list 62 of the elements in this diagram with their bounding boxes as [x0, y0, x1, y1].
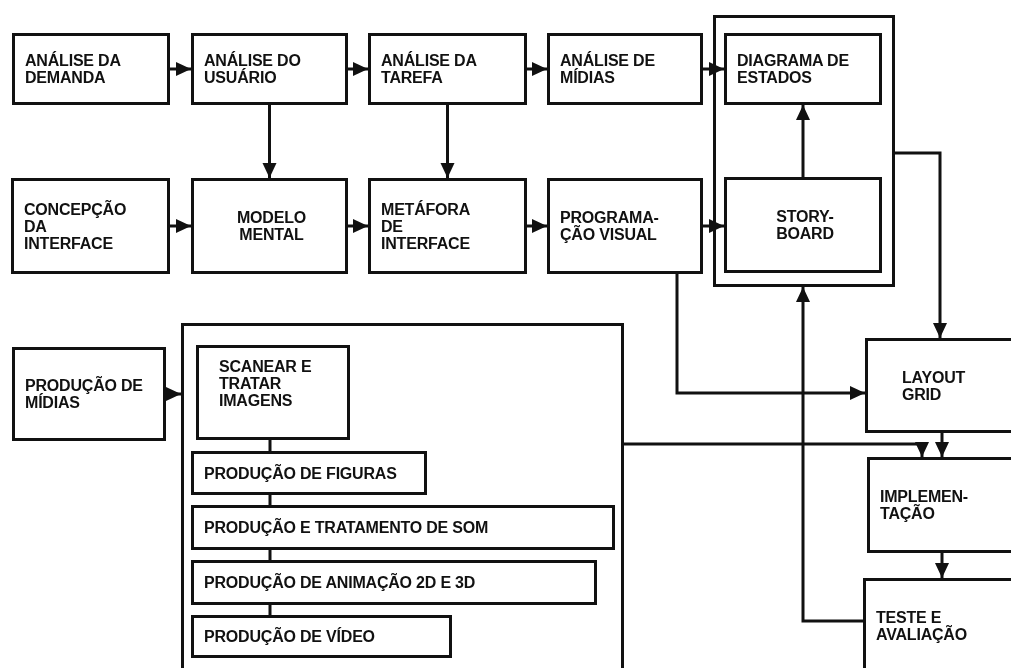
box-label: DIAGRAMA DE ESTADOS [737, 52, 850, 86]
box-label: STORY- BOARD [775, 208, 835, 242]
box-label: PROGRAMA- ÇÃO VISUAL [560, 209, 660, 243]
box-label: ANÁLISE DA TAREFA [381, 52, 478, 86]
arrow [703, 62, 724, 76]
box-label: ANÁLISE DE MÍDIAS [560, 52, 656, 86]
arrow [348, 219, 368, 233]
box-label: PRODUÇÃO E TRATAMENTO DE SOM [204, 519, 489, 536]
arrow [170, 62, 191, 76]
arrow [935, 433, 949, 457]
process-box [547, 178, 703, 274]
process-box [368, 33, 527, 105]
box-label: TESTE E AVALIAÇÃO [876, 608, 968, 643]
connector-line [268, 605, 272, 615]
process-box [191, 178, 348, 274]
arrow [262, 105, 277, 178]
arrow [527, 219, 547, 233]
process-box [865, 338, 1011, 433]
connector-line [268, 440, 272, 451]
process-box [867, 457, 1011, 553]
process-box [191, 615, 452, 658]
arrow [527, 62, 547, 76]
process-box [191, 33, 348, 105]
arrow [440, 105, 455, 178]
box-label: SCANEAR E TRATAR IMAGENS [219, 358, 313, 409]
process-box [191, 505, 615, 550]
process-box [12, 33, 170, 105]
process-box [724, 33, 882, 105]
box-label: LAYOUT GRID [902, 368, 967, 403]
process-box [196, 345, 350, 440]
arrow [796, 287, 863, 623]
process-box [11, 178, 170, 274]
arrow [348, 62, 368, 76]
process-box [863, 578, 1011, 668]
box-label: IMPLEMEN- TAÇÃO [880, 488, 969, 522]
process-box [12, 347, 166, 441]
connector-line [268, 495, 272, 505]
group-box [713, 15, 895, 287]
arrow [170, 219, 191, 233]
connector-line [268, 550, 272, 560]
box-label: MODELO MENTAL [236, 209, 307, 243]
group-box [181, 323, 624, 668]
box-label: ANÁLISE DA DEMANDA [25, 52, 122, 86]
arrow [166, 387, 181, 401]
box-label: PRODUÇÃO DE FIGURAS [204, 464, 397, 482]
process-box [547, 33, 703, 105]
box-label: PRODUÇÃO DE VÍDEO [204, 628, 375, 645]
box-label: METÁFORA DE INTERFACE [381, 200, 471, 252]
arrow [624, 442, 929, 457]
process-box [724, 177, 882, 273]
process-box [191, 560, 597, 605]
box-label: PRODUÇÃO DE MÍDIAS [25, 377, 144, 411]
arrow [935, 553, 949, 578]
arrow [703, 219, 724, 233]
process-box [368, 178, 527, 274]
arrow [675, 274, 865, 400]
box-label: PRODUÇÃO DE ANIMAÇÃO 2D E 3D [204, 574, 476, 591]
arrow [895, 151, 947, 338]
process-box [191, 451, 427, 495]
box-label: CONCEPÇÃO DA INTERFACE [24, 200, 128, 252]
arrow [796, 105, 810, 177]
box-label: ANÁLISE DO USUÁRIO [204, 52, 302, 86]
